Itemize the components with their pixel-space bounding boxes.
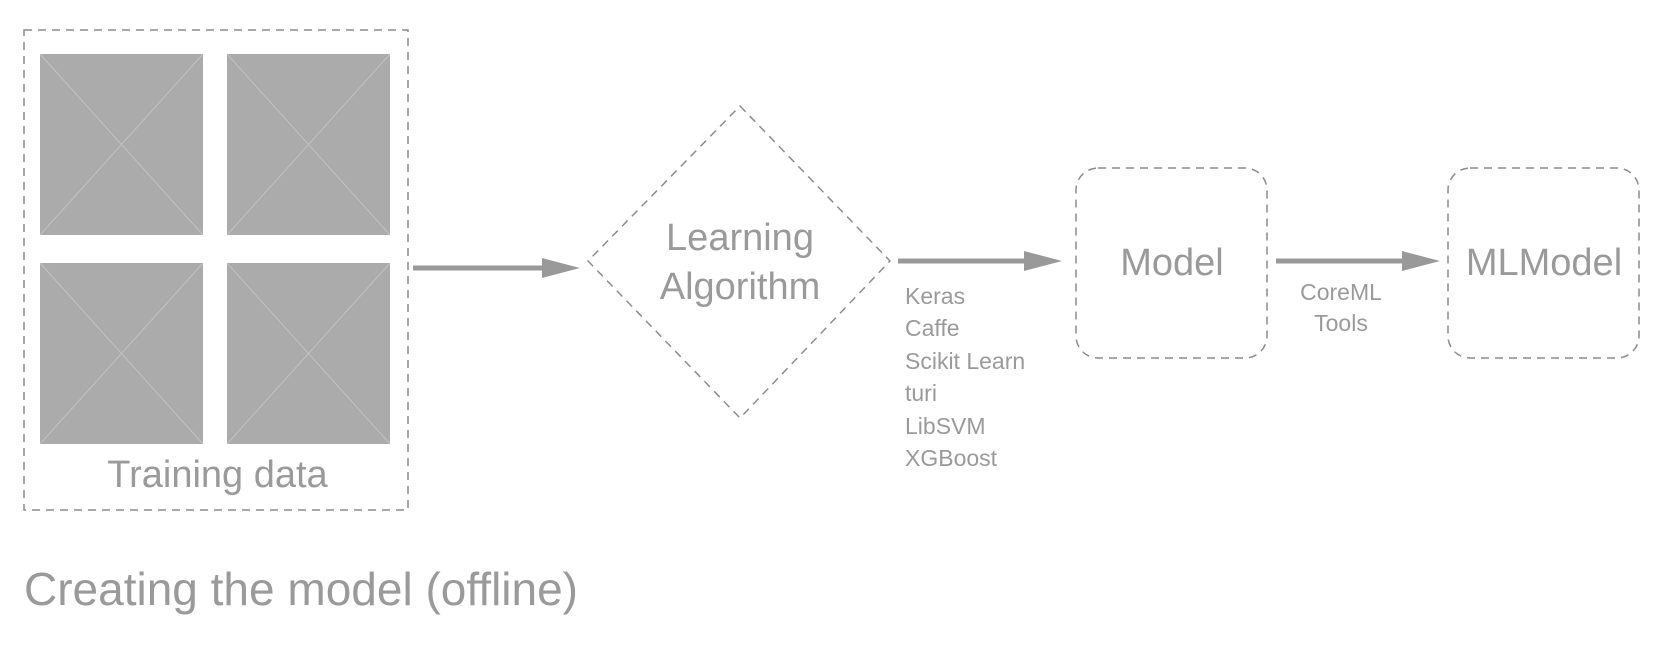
learning-algorithm-label: Learning Algorithm (600, 214, 880, 312)
coreml-tools-label: CoreML Tools (1286, 277, 1396, 339)
framework-item: XGBoost (905, 445, 998, 472)
learning-algorithm-diamond (586, 104, 892, 420)
model-label: Model (1120, 242, 1224, 284)
framework-item: turi (905, 380, 937, 407)
learning-algorithm-line: Learning (666, 217, 814, 259)
image-placeholder-bottom-left (39, 262, 204, 445)
model-box (1075, 167, 1268, 359)
framework-item: Scikit Learn (905, 347, 1026, 374)
image-placeholder-bottom-right (226, 262, 391, 445)
framework-list: Keras Caffe Scikit Learn turi LibSVM XGB… (905, 280, 1025, 474)
framework-item: Keras (905, 283, 966, 309)
mlmodel-label: MLModel (1465, 242, 1623, 284)
framework-item: Caffe (905, 315, 960, 342)
framework-item: LibSVM (905, 412, 986, 439)
coreml-tools-line: Tools (1314, 310, 1368, 336)
image-placeholder-top-right (226, 53, 391, 236)
training-data-box (23, 29, 409, 511)
arrow-model-to-mlmodel (1276, 251, 1440, 271)
arrow-training-to-algorithm (413, 258, 580, 278)
coreml-tools-line: CoreML (1300, 279, 1382, 305)
learning-algorithm-line: Algorithm (659, 266, 821, 308)
arrow-algorithm-to-model (898, 251, 1062, 271)
image-placeholder-top-left (39, 53, 204, 236)
training-data-label: Training data (107, 454, 328, 496)
diagram-caption: Creating the model (offline) (24, 563, 578, 615)
mlmodel-box (1447, 167, 1640, 359)
